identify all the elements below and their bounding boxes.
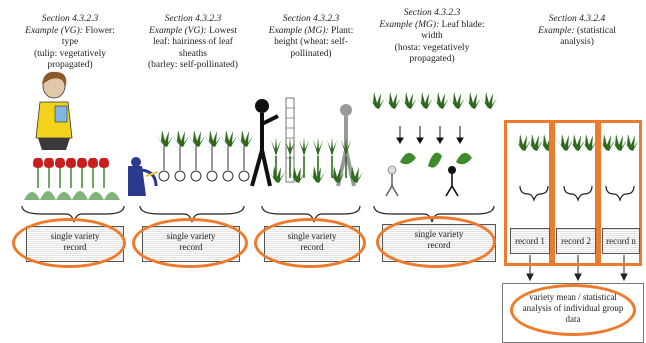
- example-text: width: [421, 31, 443, 41]
- example-text: Example (VG): Lowest: [148, 25, 238, 36]
- header-col1: Section 4.3.2.3 Example (VG): Flower: ty…: [10, 14, 130, 72]
- header-col3: Section 4.3.2.3 Example (MG): Plant: hei…: [256, 14, 366, 60]
- example-text: type: [61, 37, 79, 47]
- group-highlight-box: [504, 120, 552, 266]
- record-label: record 1: [515, 236, 545, 246]
- header-col2: Section 4.3.2.3 Example (VG): Lowest lea…: [130, 14, 256, 72]
- example-text: leaf: hairiness of leaf: [153, 37, 233, 47]
- highlight-oval: [510, 284, 636, 336]
- example-text: Example: (statistical: [538, 25, 616, 36]
- highlight-oval: [132, 218, 248, 268]
- section-label: Section 4.3.2.3: [41, 14, 99, 24]
- hosta-row-icon: [368, 92, 497, 197]
- section-label: Section 4.3.2.3: [403, 8, 461, 18]
- kneeling-man-icon: [128, 157, 159, 196]
- group-highlight-box: [552, 120, 598, 266]
- highlight-oval: [376, 216, 496, 268]
- example-text: analysis): [560, 37, 594, 47]
- record-label: record 2: [561, 236, 591, 246]
- example-text: propagated): [409, 54, 455, 64]
- section-label: Section 4.3.2.3: [282, 14, 340, 24]
- example-text: sheaths: [179, 48, 207, 59]
- record-label: record n: [606, 236, 636, 246]
- arrow-icon: [526, 255, 628, 282]
- group-record: record 1: [510, 228, 550, 254]
- example-text: height (wheat: self-: [274, 37, 348, 47]
- example-text: (barley: self-pollinated): [148, 60, 238, 70]
- barley-row-icon: [156, 130, 253, 182]
- header-col5: Section 4.3.2.4 Example: (statistical an…: [518, 14, 636, 49]
- section-label: Section 4.3.2.3: [164, 14, 222, 24]
- example-text: (hosta: vegetatively: [394, 42, 470, 53]
- group-record: record 2: [556, 228, 596, 254]
- example-text: Example (MG): Leaf blade:: [379, 19, 485, 30]
- example-text: pollinated): [290, 48, 332, 59]
- highlight-oval: [254, 218, 366, 268]
- example-text: Example (MG): Plant:: [268, 25, 354, 36]
- highlight-oval: [12, 218, 126, 268]
- tulip-row-icon: [24, 157, 120, 200]
- group-record: record n: [602, 228, 640, 254]
- example-text: (tulip: vegetatively: [33, 48, 107, 59]
- header-col4: Section 4.3.2.3 Example (MG): Leaf blade…: [368, 8, 496, 66]
- woman-figure-icon: [35, 71, 73, 150]
- example-text: propagated): [47, 60, 93, 70]
- group-highlight-box: [598, 120, 642, 266]
- example-text: Example (VG): Flower:: [25, 25, 115, 36]
- section-label: Section 4.3.2.4: [548, 14, 606, 24]
